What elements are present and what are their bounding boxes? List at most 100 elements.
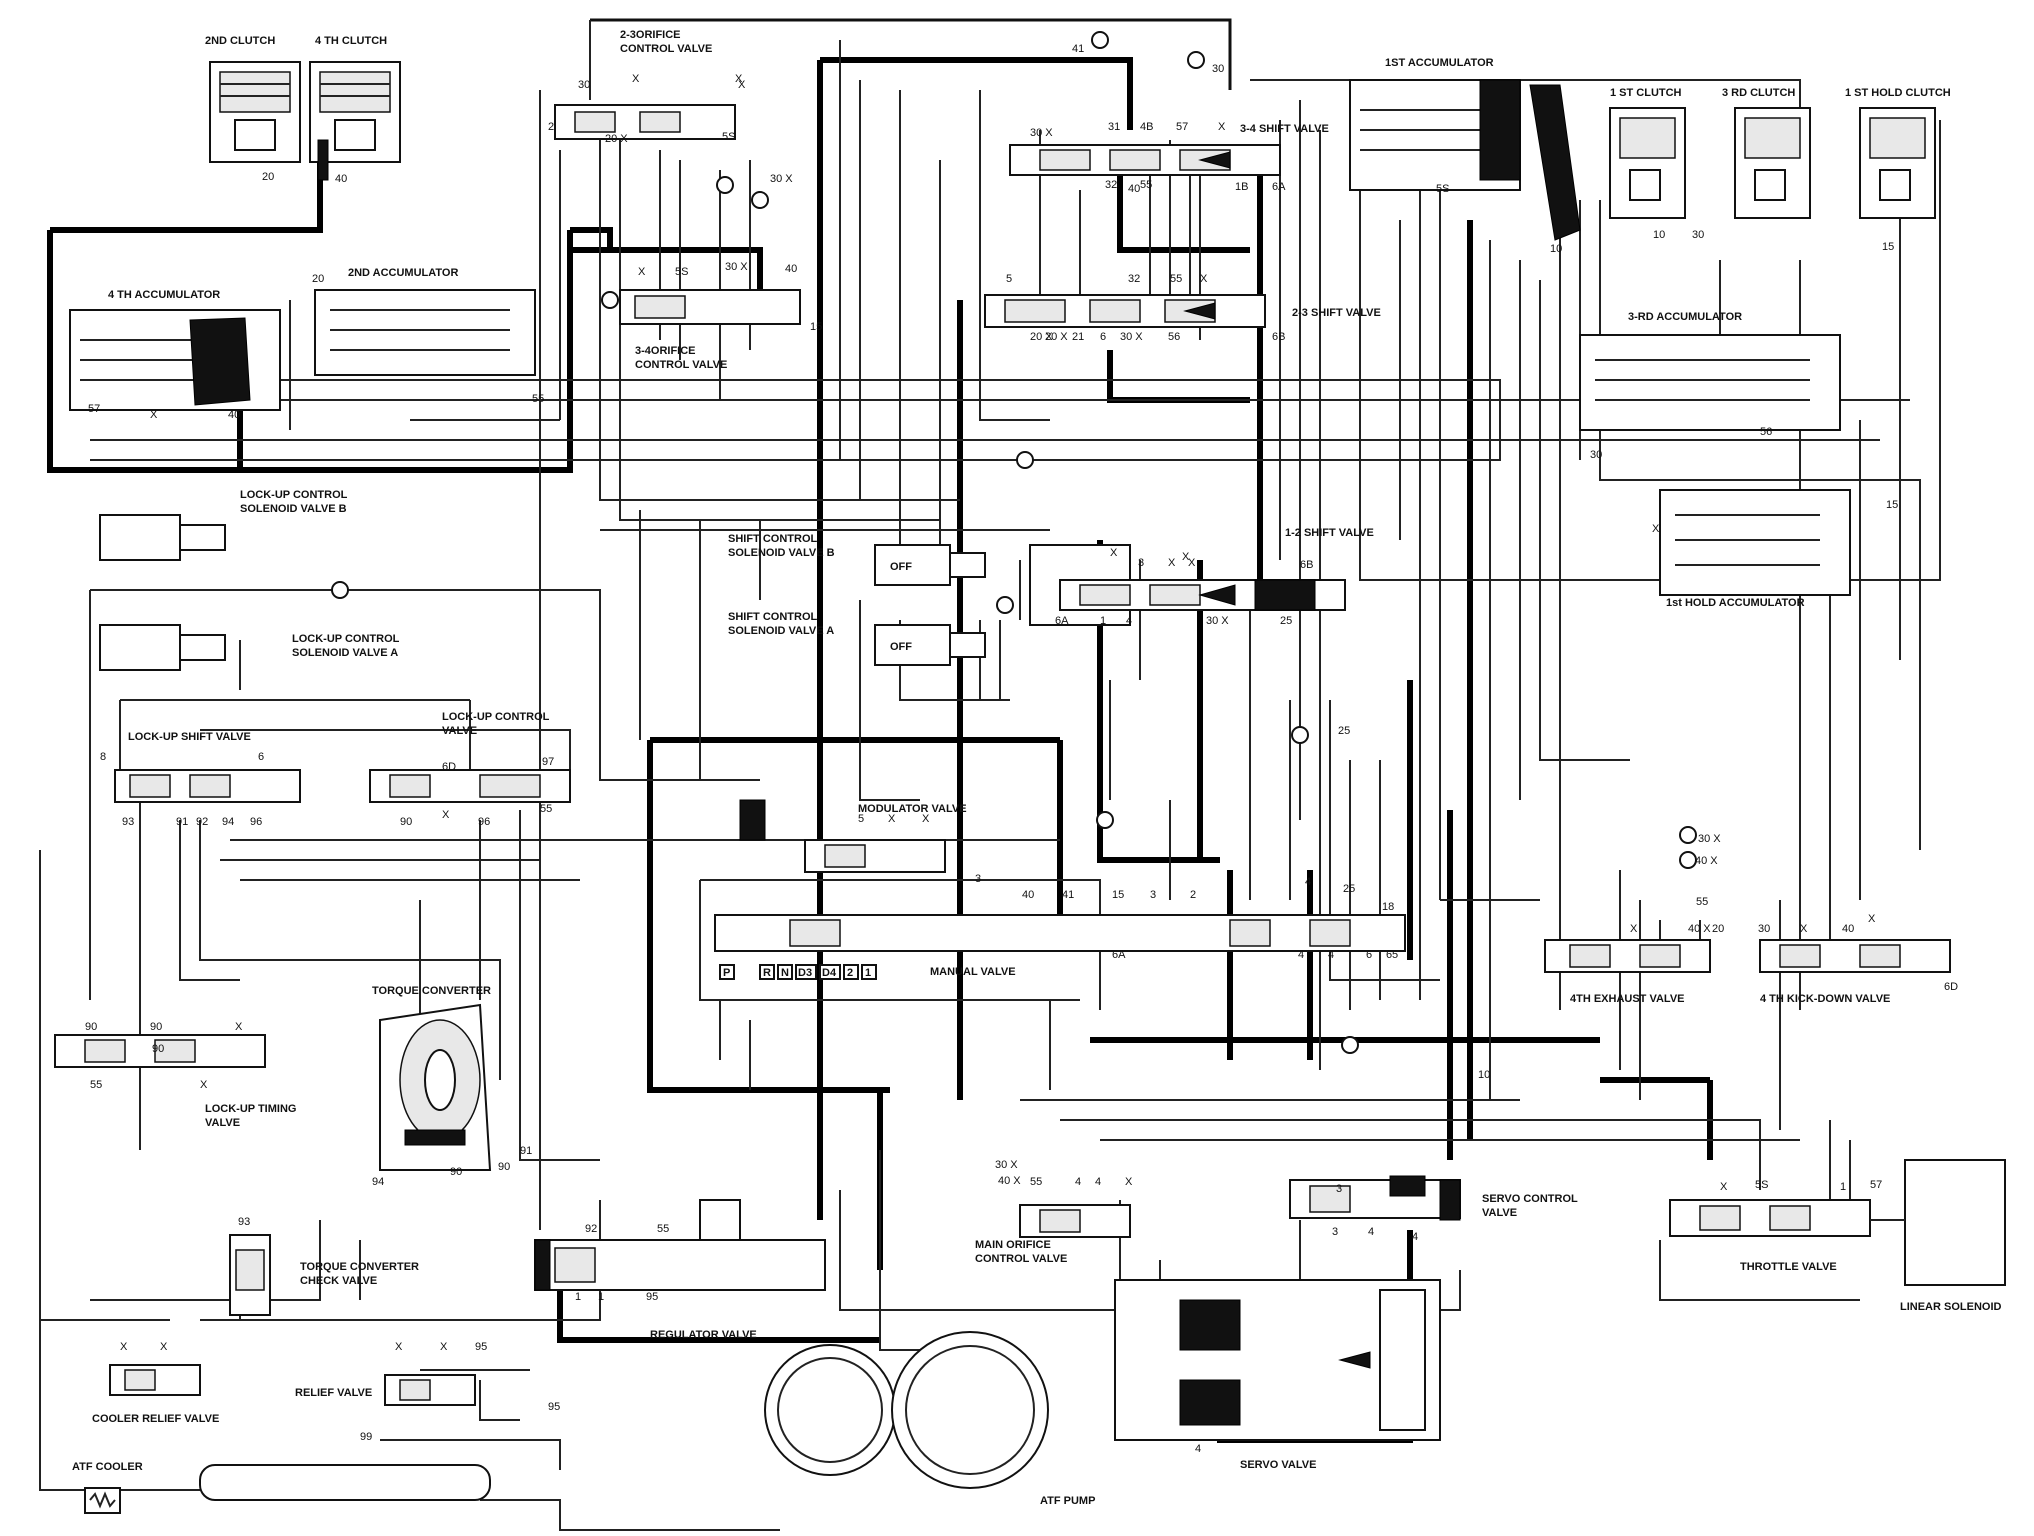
clutch-1st: 1 ST CLUTCH xyxy=(1609,87,1686,219)
servo-label: SERVO VALVE xyxy=(1240,1459,1316,1471)
port-label: X xyxy=(440,1341,448,1353)
main-orifice-line-1: MAIN ORIFICE xyxy=(975,1239,1051,1251)
port-label: 20 X xyxy=(605,133,628,145)
check-ball-valves xyxy=(331,31,1697,1054)
port-label: X xyxy=(638,266,646,278)
port-label: 20 X xyxy=(1030,331,1053,343)
port-label: X xyxy=(738,79,746,91)
port-label: 20 xyxy=(312,273,324,285)
port-label: 56 xyxy=(1168,331,1180,343)
port-label: 20 xyxy=(1712,923,1724,935)
port-label: X xyxy=(1125,1176,1133,1188)
atf-pump: ATF PUMP xyxy=(764,1331,1095,1507)
port-label: 10 xyxy=(1550,243,1562,255)
solenoid-b-state: OFF xyxy=(890,561,912,573)
main-orifice-line-2: CONTROL VALVE xyxy=(975,1253,1067,1265)
port-label: 94 xyxy=(372,1176,384,1188)
port-label: X xyxy=(1188,557,1196,569)
lockup-solenoid-b-line-1: LOCK-UP CONTROL xyxy=(240,489,348,501)
shift-solenoid-a-line-2: SOLENOID VALVE A xyxy=(728,625,834,637)
port-label: 8 xyxy=(100,751,106,763)
port-label: 91 xyxy=(176,816,188,828)
hydraulic-passages xyxy=(39,18,1941,1531)
port-label: 40 xyxy=(228,409,240,421)
port-label: X xyxy=(1200,273,1208,285)
port-label: X xyxy=(1630,923,1638,935)
port-label: 4 xyxy=(1412,1231,1418,1243)
clutch-1st-label: 1 ST CLUTCH xyxy=(1610,87,1682,99)
port-label: 15 xyxy=(1882,241,1894,253)
port-label: 99 xyxy=(360,1431,372,1443)
port-label: 95 xyxy=(548,1401,560,1413)
port-label: 92 xyxy=(585,1223,597,1235)
port-label: 40 X xyxy=(1695,855,1718,867)
port-label: X xyxy=(1218,121,1226,133)
orifice-3-4-line-1: 3-4ORIFICE xyxy=(635,345,696,357)
port-label: 30 xyxy=(578,79,590,91)
port-label: 3 xyxy=(1336,1183,1342,1195)
port-label: 6D xyxy=(442,761,456,773)
port-label: X xyxy=(1182,551,1190,563)
port-label: 5S xyxy=(1436,183,1449,195)
port-label: 30 X xyxy=(1206,615,1229,627)
port-label: 55 xyxy=(1170,273,1182,285)
port-label: 97 xyxy=(542,756,554,768)
port-label: 25 xyxy=(1280,615,1292,627)
port-label: 56 xyxy=(1760,426,1772,438)
port-label: 55 xyxy=(657,1223,669,1235)
cooler-relief-label: COOLER RELIEF VALVE xyxy=(92,1413,219,1425)
port-label: 4 xyxy=(1095,1176,1101,1188)
lockup-control-line-2: VALVE xyxy=(442,725,477,737)
port-label: 3 xyxy=(1138,557,1144,569)
port-label: 30 X xyxy=(1030,127,1053,139)
regulator-label: REGULATOR VALVE xyxy=(650,1329,757,1341)
tc-check-line-2: CHECK VALVE xyxy=(300,1275,377,1287)
port-label: X xyxy=(632,73,640,85)
port-label: X xyxy=(1800,923,1808,935)
port-label: 6A xyxy=(1112,949,1126,961)
port-label: X xyxy=(150,409,158,421)
port-label: X xyxy=(1868,913,1876,925)
port-label: 5 xyxy=(1392,949,1398,961)
port-label: 20 X xyxy=(1045,331,1068,343)
shift-3-4-label: 3-4 SHIFT VALVE xyxy=(1240,123,1329,135)
port-label: 31 xyxy=(1108,121,1120,133)
port-label: 40 xyxy=(1128,183,1140,195)
port-label: 15 xyxy=(810,321,822,333)
torque-converter: TORQUE CONVERTER xyxy=(372,985,492,1171)
port-label: 40 xyxy=(335,173,347,185)
manual-pos-2: 2 xyxy=(847,967,853,979)
port-label: 55 xyxy=(1696,896,1708,908)
port-label: 32 xyxy=(1128,273,1140,285)
shift-solenoid-b-line-1: SHIFT CONTROL xyxy=(728,533,817,545)
port-label: 4B xyxy=(1140,121,1153,133)
clutch-3rd-label: 3 RD CLUTCH xyxy=(1722,87,1795,99)
relief-valve: RELIEF VALVE xyxy=(295,1374,476,1406)
lockup-timing-line-1: LOCK-UP TIMING xyxy=(205,1103,296,1115)
port-label: 6A xyxy=(1055,615,1069,627)
tc-check-line-1: TORQUE CONVERTER xyxy=(300,1261,419,1273)
linear-solenoid-label: LINEAR SOLENOID xyxy=(1900,1301,2002,1313)
port-label: 5S xyxy=(722,131,735,143)
port-label: 1 xyxy=(1100,615,1106,627)
port-label: 30 xyxy=(1590,449,1602,461)
port-label: 92 xyxy=(196,816,208,828)
port-label: 6 xyxy=(1100,331,1106,343)
main-orifice-label: MAIN ORIFICE CONTROL VALVE xyxy=(975,1239,1067,1265)
accumulator-4th: 4 TH ACCUMULATOR xyxy=(69,289,281,411)
lockup-solenoid-a-line-1: LOCK-UP CONTROL xyxy=(292,633,400,645)
lockup-shift-label: LOCK-UP SHIFT VALVE xyxy=(128,731,251,743)
manual-valve: MANUAL VALVE P R N D3 D4 2 1 xyxy=(714,914,1406,980)
shift-valve-2-3: 2-3 SHIFT VALVE xyxy=(984,294,1381,328)
port-label: X xyxy=(1168,557,1176,569)
port-label: 18 xyxy=(1382,901,1394,913)
port-label: 40 xyxy=(785,263,797,275)
